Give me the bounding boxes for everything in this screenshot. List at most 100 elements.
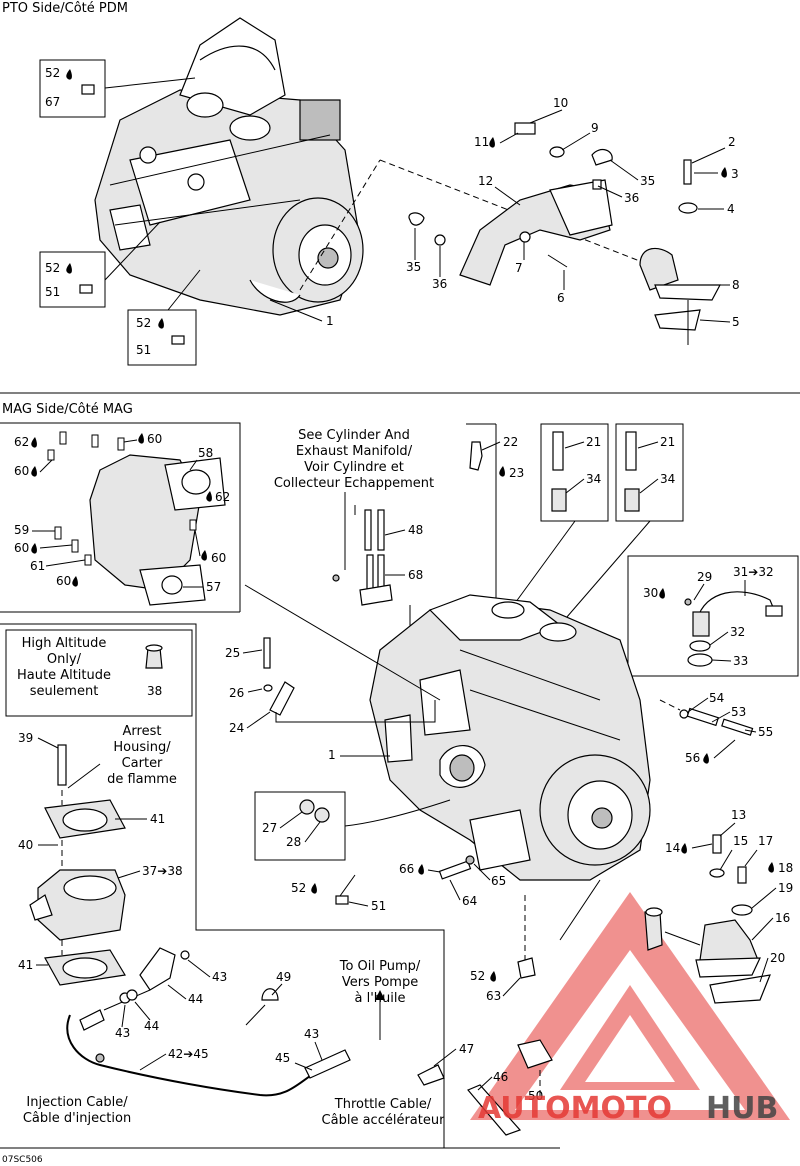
callout-c43b: 43: [115, 1026, 130, 1040]
pto-callout-52-51-a: 52 51: [39, 221, 161, 308]
parts-27-28-box: 27 28: [254, 791, 451, 861]
pto-bracket-assembly: [299, 122, 721, 345]
callout-c17: 17: [758, 834, 773, 848]
callout-c37: 37➔38: [142, 864, 183, 878]
note-altitude-line1: High Altitude: [22, 636, 107, 651]
callout-c19: 19: [778, 881, 793, 895]
callout-c38: 38: [147, 684, 162, 698]
note-altitude-line4: seulement: [30, 684, 99, 699]
temperature-sensor-box: 30 29 31➔32 32 33: [627, 555, 799, 677]
parts-53-56: 54 53 55 56: [659, 691, 773, 765]
callout-c60c: 60: [14, 541, 29, 555]
callout-c34a: 34: [586, 472, 601, 486]
callout-c27: 27: [262, 821, 277, 835]
callout-c31: 31➔32: [733, 565, 774, 579]
oil-drop-icon: [418, 864, 424, 875]
callout-c60a: 60: [147, 432, 162, 446]
callout-1-mag: 1: [328, 748, 336, 762]
oil-drop-icon: [31, 466, 37, 477]
cable-routing: [66, 947, 553, 1136]
note-altitude-line3: Haute Altitude: [17, 668, 111, 683]
callout-c40: 40: [18, 838, 33, 852]
automotohub-watermark: [470, 892, 790, 1120]
callout-c60b: 60: [14, 464, 29, 478]
callout-c51b: 51: [136, 343, 151, 357]
callout-c51c: 51: [371, 899, 386, 913]
callout-c43c: 43: [304, 1027, 319, 1041]
oil-drop-icon: [681, 843, 687, 854]
callout-c34b: 34: [660, 472, 675, 486]
callout-c65: 65: [491, 874, 506, 888]
note-cylinder-line4: Collecteur Echappement: [274, 476, 434, 491]
cable-callouts: 43 44 43 44 42➔45 49 43 45 To Oil Pump/ …: [23, 959, 543, 1128]
callout-c62a: 62: [14, 435, 29, 449]
callout-c46: 46: [493, 1070, 508, 1084]
exhaust-socket-group: [47, 431, 226, 606]
callout-c4: 4: [727, 202, 735, 216]
spark-plug-box-2: 21 34: [615, 423, 684, 522]
oil-drop-icon: [201, 550, 207, 561]
callout-c29: 29: [697, 570, 712, 584]
note-cylinder-line2: Exhaust Manifold/: [296, 444, 413, 459]
callout-c8: 8: [732, 278, 740, 292]
pto-callout-52-67: 52 67: [39, 59, 196, 118]
note-oilpump-line1: To Oil Pump/: [339, 959, 421, 974]
figure-code: 07SC506: [2, 1155, 43, 1165]
callout-c45: 45: [275, 1051, 290, 1065]
callout-c43a: 43: [212, 970, 227, 984]
callout-c48: 48: [408, 523, 423, 537]
oil-drop-icon: [31, 543, 37, 554]
callout-c52e: 52: [470, 969, 485, 983]
callout-c14: 14: [665, 841, 680, 855]
callout-c9: 9: [591, 121, 599, 135]
parts-64-66: 66 65 64 52 51 52 63: [291, 855, 536, 1003]
note-throttle-line2: Câble accélérateur: [322, 1113, 446, 1128]
cylinder-note: See Cylinder And Exhaust Manifold/ Voir …: [274, 428, 434, 570]
callout-c28: 28: [286, 835, 301, 849]
callout-c63: 63: [486, 989, 501, 1003]
parts-24-26: 25 26 24: [225, 637, 436, 735]
exhaust-socket-callouts: 62 60 60 58 62 59 60 61 60 60 57: [14, 432, 230, 594]
callout-c60d: 60: [211, 551, 226, 565]
callout-c6: 6: [557, 291, 565, 305]
callout-c57: 57: [206, 580, 221, 594]
oil-drop-icon: [158, 318, 164, 329]
oil-drop-icon: [490, 971, 496, 982]
callout-c21a: 21: [586, 435, 601, 449]
callout-c50: 50: [528, 1089, 543, 1103]
callout-c68: 68: [408, 568, 423, 582]
callout-c56: 56: [685, 751, 700, 765]
note-arrest-line2: Housing/: [113, 740, 171, 755]
callout-c16: 16: [775, 911, 790, 925]
callout-c53: 53: [731, 705, 746, 719]
callout-c67: 67: [45, 95, 60, 109]
callout-c44b: 44: [144, 1019, 159, 1033]
mag-engine-drawing: [369, 594, 651, 881]
callout-c52a: 52: [45, 66, 60, 80]
callout-c41a: 41: [150, 812, 165, 826]
pto-bracket-callouts: 10 11 9 12 35 36 35 36 7 6 2 3 4 8 5: [406, 96, 740, 329]
callout-c2: 2: [728, 135, 736, 149]
callout-c5: 5: [732, 315, 740, 329]
oil-drop-icon: [66, 263, 72, 274]
oil-drop-icon: [768, 862, 774, 873]
pto-callout-52-51-b: 52 51: [127, 269, 201, 366]
callout-c36b: 36: [432, 277, 447, 291]
note-cylinder-line3: Voir Cylindre et: [304, 460, 404, 475]
automotohub-text: AUTOMOTO HUB: [478, 1091, 778, 1126]
high-altitude-box: High Altitude Only/ Haute Altitude seule…: [5, 629, 193, 717]
oil-drop-icon: [703, 753, 709, 764]
callout-c36a: 36: [624, 191, 639, 205]
svg-text:HUB: HUB: [706, 1091, 778, 1126]
callout-c52b: 52: [45, 261, 60, 275]
callout-c23: 23: [509, 466, 524, 480]
callout-c52d: 52: [291, 881, 306, 895]
note-arrest-line1: Arrest: [123, 724, 162, 739]
callout-c55: 55: [758, 725, 773, 739]
callout-c20: 20: [770, 951, 785, 965]
callout-c12: 12: [478, 174, 493, 188]
callout-c66: 66: [399, 862, 414, 876]
callout-c44a: 44: [188, 992, 203, 1006]
callout-c64: 64: [462, 894, 477, 908]
callout-c35a: 35: [640, 174, 655, 188]
